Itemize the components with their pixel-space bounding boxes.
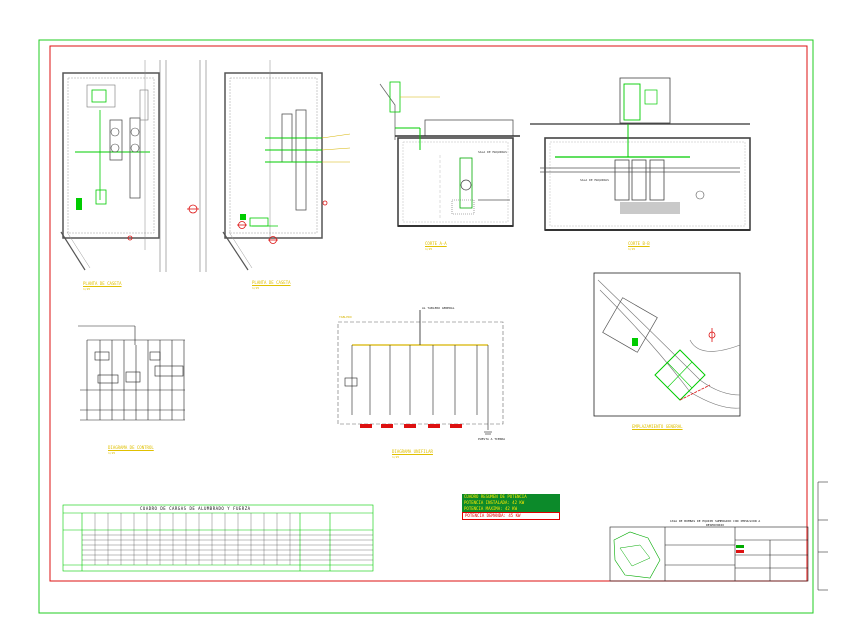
location-title: CASA DE BOMBAS DE EQUIPO SUMERGIDO CON I… xyxy=(669,519,761,527)
caption-diagrama-unifilar: DIAGRAMA UNIFILAR xyxy=(392,449,433,454)
control-diagram xyxy=(78,325,185,421)
inner-frame xyxy=(49,45,808,582)
scale-diagrama-control: 1/25 xyxy=(108,451,116,455)
section-b-b xyxy=(530,77,751,231)
caption-corte-a: CORTE A-A xyxy=(425,241,447,246)
label-sala-a: SALA DE MAQUINAS xyxy=(478,150,507,154)
caption-planta-left: PLANTA DE CASETA xyxy=(83,281,122,286)
scale-planta-left: 1/25 xyxy=(83,287,91,291)
scale-corte-b: 1/25 xyxy=(628,247,636,251)
caption-planta-right: PLANTA DE CASETA xyxy=(252,280,291,285)
unifilar-diagram xyxy=(337,310,504,435)
caption-emplazamiento: EMPLAZAMIENTO GENERAL xyxy=(632,424,683,429)
plan-caseta-left xyxy=(60,60,167,272)
label-tablero: TABLERO xyxy=(339,315,352,319)
load-table-grid xyxy=(82,513,373,565)
plan-caseta-right xyxy=(199,60,351,272)
label-puesta-tierra: PUESTA A TIERRA xyxy=(478,437,506,441)
side-strip xyxy=(817,481,828,591)
power-max: POTENCIA MAXIMA: 42 KW xyxy=(462,506,560,512)
load-table-title: CUADRO DE CARGAS DE ALUMBRADO Y FUERZA xyxy=(140,506,251,511)
red-markers xyxy=(127,200,328,244)
label-al-tablero: AL TABLERO GENERAL xyxy=(422,306,455,310)
power-demand: POTENCIA DEMANDA: 45 KW xyxy=(462,512,560,520)
label-sala-b: SALA DE MAQUINAS xyxy=(580,178,609,182)
power-installed: POTENCIA INSTALADA: 42 KW xyxy=(462,500,560,506)
scale-diagrama-unifilar: 1/25 xyxy=(392,455,400,459)
scale-planta-right: 1/25 xyxy=(252,286,260,290)
power-summary-box: CUADRO RESUMEN DE POTENCIA POTENCIA INST… xyxy=(462,494,560,520)
section-a-a xyxy=(379,81,520,227)
site-plan xyxy=(593,272,741,417)
load-table xyxy=(62,504,374,572)
caption-corte-b: CORTE B-B xyxy=(628,241,650,246)
scale-corte-a: 1/25 xyxy=(425,247,433,251)
caption-diagrama-control: DIAGRAMA DE CONTROL xyxy=(108,445,154,450)
outer-frame xyxy=(38,39,814,614)
power-summary-title: CUADRO RESUMEN DE POTENCIA xyxy=(462,494,560,500)
title-block xyxy=(609,526,809,582)
